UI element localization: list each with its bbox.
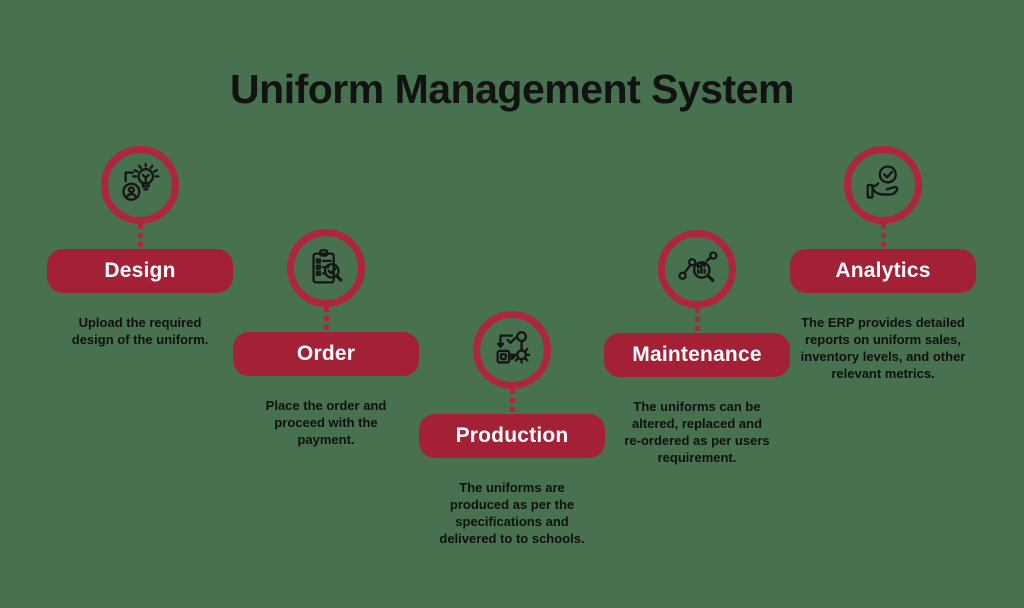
maintenance-analysis-icon	[678, 251, 718, 283]
production-process-icon	[496, 331, 531, 364]
analytics-description: The ERP provides detailed reports on uni…	[792, 314, 974, 382]
dotted-connector	[880, 224, 886, 249]
analytics-hand-check-icon	[866, 165, 899, 199]
design-circle-badge	[101, 146, 179, 224]
maintenance-description: The uniforms can be altered, replaced an…	[606, 398, 788, 466]
description-line: specifications and	[455, 514, 569, 529]
analytics-pill[interactable]: Analytics	[790, 249, 976, 293]
description-line: The uniforms can be	[633, 399, 761, 414]
design-pill-label: Design	[104, 259, 176, 282]
analytics-pill-label: Analytics	[835, 259, 931, 282]
dotted-connector	[137, 224, 143, 249]
description-line: produced as per the	[449, 497, 575, 512]
order-circle-badge	[287, 229, 365, 307]
description-line: payment.	[297, 432, 355, 447]
description-line: re-ordered as per users	[624, 433, 770, 448]
dotted-connector	[694, 308, 700, 333]
maintenance-pill-label: Maintenance	[632, 343, 762, 366]
production-circle-badge	[473, 311, 551, 389]
description-line: altered, replaced and	[631, 416, 763, 431]
description-line: requirement.	[657, 450, 737, 465]
order-checklist-icon	[312, 249, 343, 284]
description-line: The ERP provides detailed	[801, 315, 965, 330]
maintenance-circle-badge	[658, 230, 736, 308]
production-description: The uniforms are produced as per the spe…	[421, 479, 603, 547]
dotted-connector	[323, 307, 329, 332]
step-production: Production The uniforms are produced as …	[419, 311, 605, 547]
production-pill-label: Production	[455, 424, 569, 447]
maintenance-pill[interactable]: Maintenance	[604, 333, 790, 377]
description-line: design of the uniform.	[71, 332, 209, 347]
order-pill[interactable]: Order	[233, 332, 419, 376]
dotted-connector	[509, 389, 515, 414]
description-line: reports on uniform sales,	[804, 332, 962, 347]
production-pill[interactable]: Production	[419, 414, 605, 458]
analytics-circle-badge	[844, 146, 922, 224]
design-description: Upload the required design of the unifor…	[49, 314, 231, 348]
description-line: Place the order and	[265, 398, 387, 413]
step-analytics: Analytics The ERP provides detailed repo…	[790, 146, 976, 382]
description-line: proceed with the	[274, 415, 378, 430]
order-pill-label: Order	[296, 342, 356, 365]
page-title: Uniform Management System	[230, 66, 794, 112]
description-line: relevant metrics.	[831, 366, 935, 381]
order-description: Place the order and proceed with the pay…	[235, 397, 417, 448]
step-design: Design Upload the required design of the…	[47, 146, 233, 348]
step-maintenance: Maintenance The uniforms can be altered,…	[604, 230, 790, 466]
description-line: Upload the required	[78, 315, 202, 330]
step-order: Order Place the order and proceed with t…	[233, 229, 419, 448]
design-lightbulb-icon	[122, 162, 160, 201]
description-line: delivered to to schools.	[439, 531, 585, 546]
description-line: inventory levels, and other	[800, 349, 966, 364]
design-pill[interactable]: Design	[47, 249, 233, 293]
description-line: The uniforms are	[459, 480, 565, 495]
